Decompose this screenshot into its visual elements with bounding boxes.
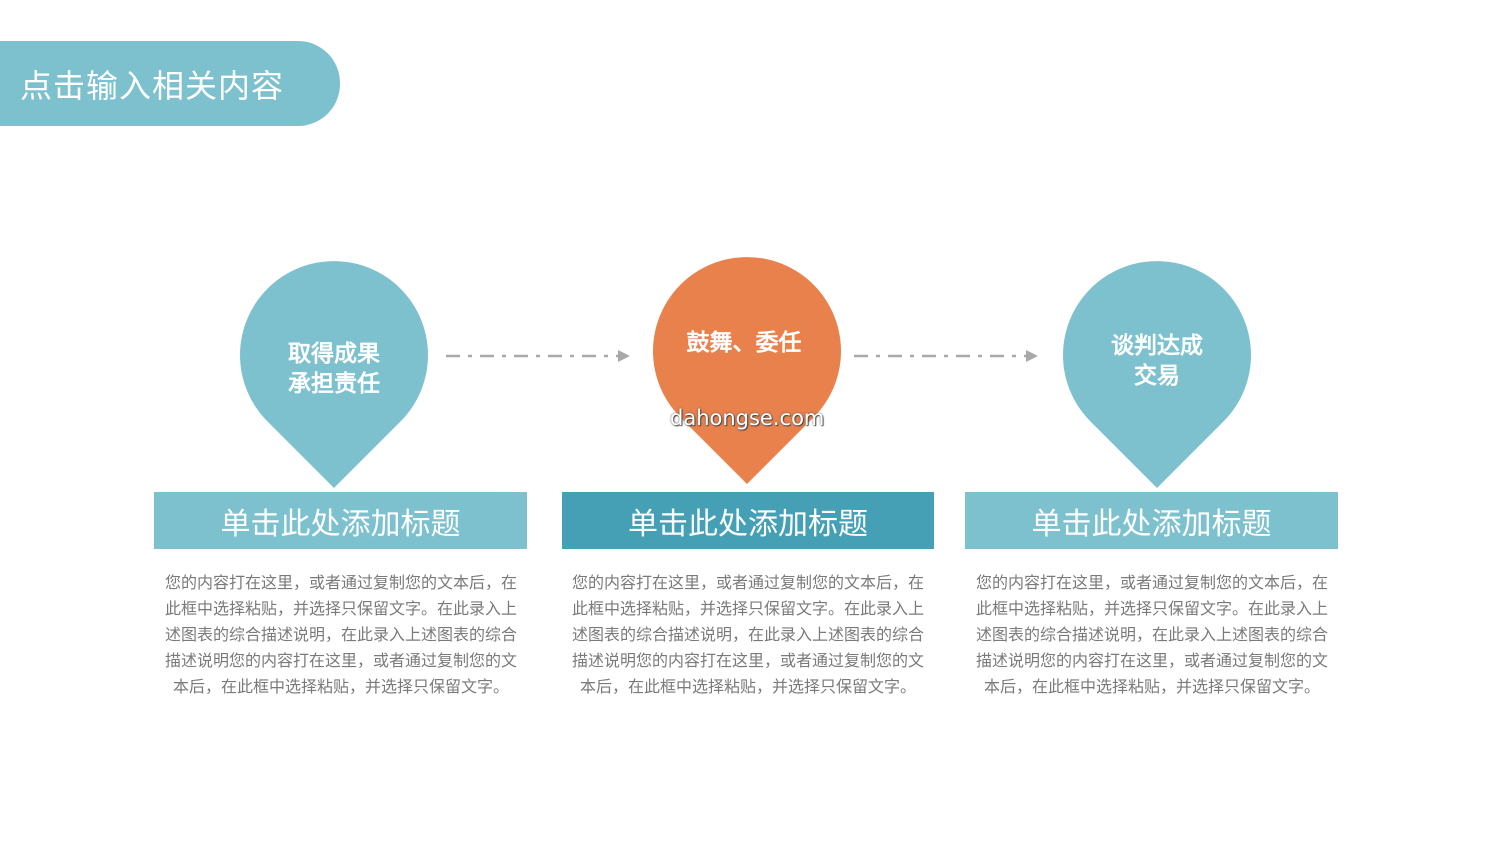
arrow-1-icon [446, 350, 630, 362]
step-3-pin-line-2: 交易 [1134, 363, 1180, 389]
pin-shape [240, 261, 428, 488]
step-3-pin-line-1: 谈判达成 [1111, 333, 1203, 359]
pin-shape [1063, 261, 1251, 488]
step-3-description[interactable]: 您的内容打在这里，或者通过复制您的文本后，在此框中选择粘贴，并选择只保留文字。在… [975, 573, 1328, 696]
page-title[interactable]: 点击输入相关内容 [20, 66, 285, 105]
step-2-description[interactable]: 您的内容打在这里，或者通过复制您的文本后，在此框中选择粘贴，并选择只保留文字。在… [571, 573, 924, 696]
step-3-heading-box[interactable]: 单击此处添加标题 [965, 492, 1338, 549]
step-2-pin-line-1: 鼓舞、委任 [686, 330, 802, 356]
step-1-pin: 取得成果 承担责任 [234, 250, 434, 495]
step-2-heading-box[interactable]: 单击此处添加标题 [562, 492, 934, 549]
step-1-pin-line-2: 承担责任 [288, 371, 380, 397]
arrow-2-icon [854, 350, 1038, 362]
step-2-pin: 鼓舞、委任 [644, 250, 844, 495]
step-3-heading: 单击此处添加标题 [1031, 506, 1272, 542]
title-banner: 点击输入相关内容 [0, 41, 340, 126]
step-1-pin-line-1: 取得成果 [288, 341, 380, 367]
pin-shape [653, 257, 841, 484]
watermark: dahongse.com [670, 406, 825, 430]
step-1-heading-box[interactable]: 单击此处添加标题 [154, 492, 527, 549]
step-2-heading: 单击此处添加标题 [628, 506, 868, 542]
step-3-pin: 谈判达成 交易 [1057, 250, 1257, 495]
step-1-heading: 单击此处添加标题 [220, 506, 461, 542]
step-1-description[interactable]: 您的内容打在这里，或者通过复制您的文本后，在此框中选择粘贴，并选择只保留文字。在… [164, 573, 517, 696]
